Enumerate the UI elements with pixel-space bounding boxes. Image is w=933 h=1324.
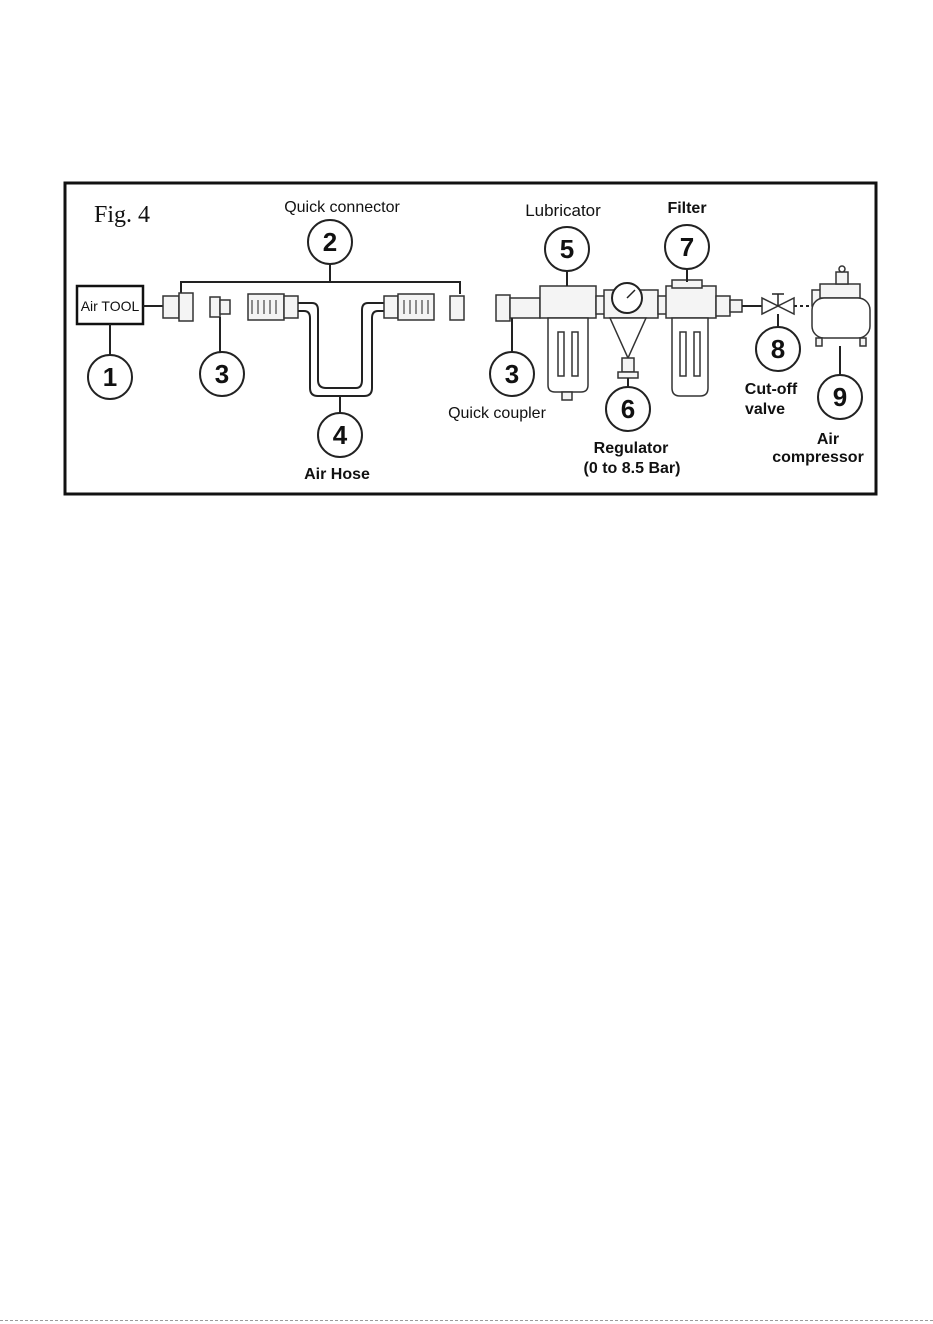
callout-9: 9 — [818, 375, 862, 419]
label-regulator: Regulator — [594, 440, 669, 457]
label-lubricator: Lubricator — [525, 201, 601, 220]
callout-7: 7 — [665, 225, 709, 269]
callout-5: 5 — [545, 227, 589, 271]
callout-6: 6 — [606, 387, 650, 431]
label-filter: Filter — [667, 200, 706, 217]
callout-4: 4 — [318, 413, 362, 457]
callout-3a: 3 — [200, 352, 244, 396]
callout-1-number: 1 — [103, 362, 117, 392]
hose-fitting-left — [248, 294, 298, 320]
hose-coupling-right — [450, 296, 464, 320]
label-air: Air — [817, 431, 839, 448]
label-quick-connector: Quick connector — [284, 199, 400, 216]
air-tool-label: Air TOOL — [81, 298, 140, 314]
hose-fitting-right — [384, 294, 434, 320]
callout-8: 8 — [756, 327, 800, 371]
callout-4-number: 4 — [333, 420, 348, 450]
figure-title: Fig. 4 — [94, 202, 150, 228]
callout-8-number: 8 — [771, 334, 785, 364]
air-tool: Air TOOL — [77, 286, 143, 324]
quick-plug-left — [210, 297, 230, 317]
lubricator-unit — [540, 286, 596, 400]
tool-coupling — [163, 293, 193, 321]
callout-9-number: 9 — [833, 382, 847, 412]
label-air-hose: Air Hose — [304, 466, 370, 483]
page-bottom-rule — [0, 1320, 933, 1321]
label-regulator-range: (0 to 8.5 Bar) — [584, 460, 681, 477]
callout-7-number: 7 — [680, 232, 694, 262]
figure-frame — [65, 183, 876, 494]
callout-2-number: 2 — [323, 227, 337, 257]
quick-coupler-right — [496, 295, 540, 321]
callout-1: 1 — [88, 355, 132, 399]
label-quick-coupler: Quick coupler — [448, 405, 546, 422]
label-cutoff: Cut-off — [745, 381, 798, 398]
label-valve: valve — [745, 401, 785, 418]
label-compressor: compressor — [772, 449, 864, 466]
callout-3b-number: 3 — [505, 359, 519, 389]
callout-2: 2 — [308, 220, 352, 264]
callout-6-number: 6 — [621, 394, 635, 424]
callout-5-number: 5 — [560, 234, 574, 264]
callout-3a-number: 3 — [215, 359, 229, 389]
callout-3b: 3 — [490, 352, 534, 396]
